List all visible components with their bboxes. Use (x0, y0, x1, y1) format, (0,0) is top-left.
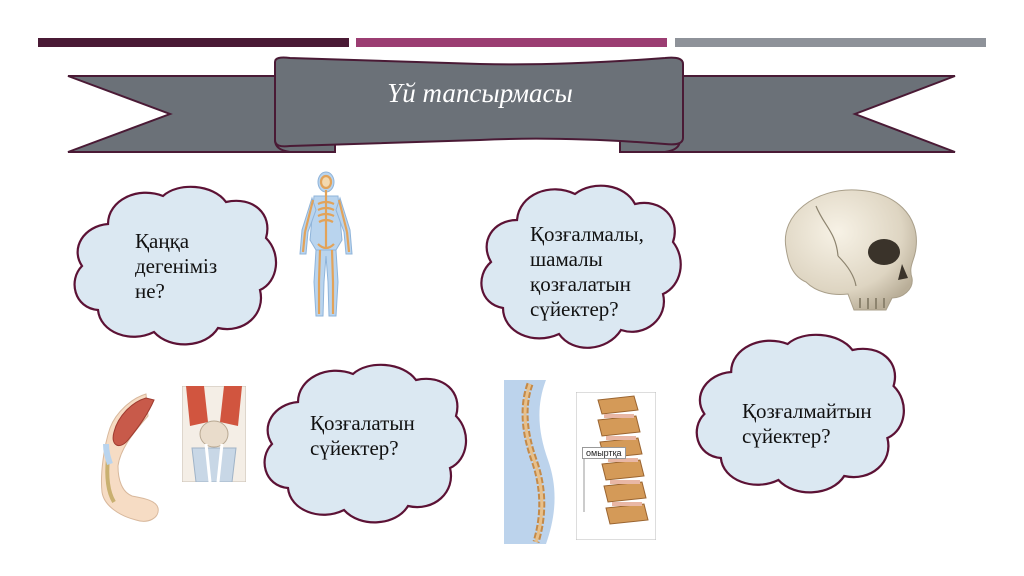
vertebrae-icon (576, 392, 656, 540)
arm-muscle-icon (101, 393, 159, 522)
question-cloud-1 (73, 185, 278, 346)
slide-title: Үй тапсырмасы (387, 78, 573, 108)
question-cloud-4 (695, 333, 905, 494)
spine-icon (504, 380, 555, 544)
skull-icon (784, 189, 917, 311)
top-bar-gray (675, 38, 986, 47)
knee-joint-icon (182, 386, 246, 482)
question-text-3: Қозғалатын сүйектер? (310, 411, 415, 460)
skeleton-icon (299, 171, 353, 317)
question-cloud-3 (263, 363, 468, 524)
top-bar-dark (38, 38, 349, 47)
question-cloud-2 (480, 184, 682, 349)
question-text-1: Қаңқа дегеніміз не? (135, 229, 218, 303)
question-text-2: Қозғалмалы, шамалы қозғалатын сүйектер? (530, 222, 644, 321)
top-bar-purple (356, 38, 667, 47)
question-text-4: Қозғалмайтын сүйектер? (742, 399, 872, 448)
spine-label: омыртқа (582, 447, 626, 459)
